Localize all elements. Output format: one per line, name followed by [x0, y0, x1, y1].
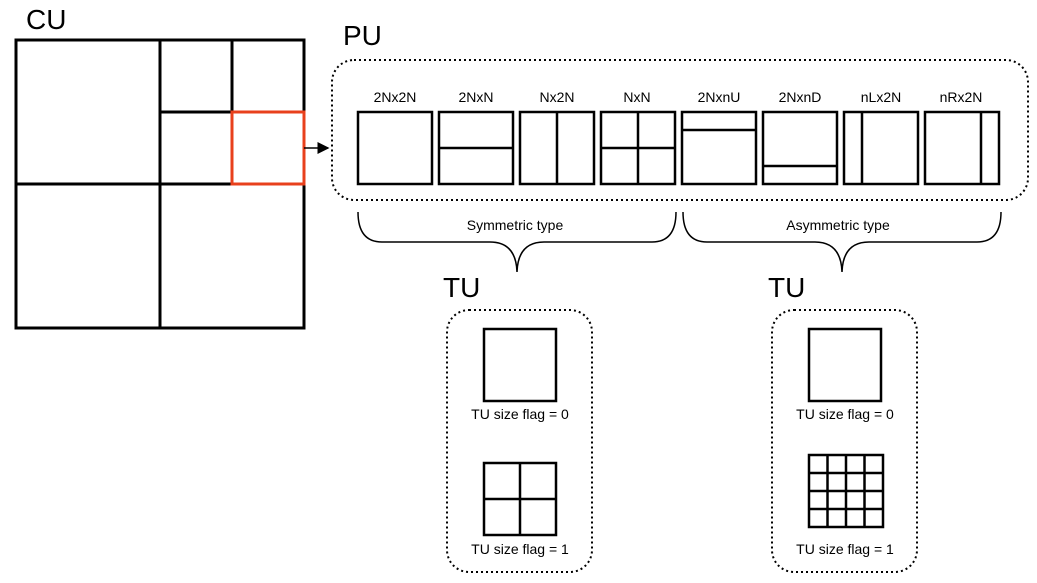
pu-partition-nxn — [599, 110, 677, 186]
cu-label: CU — [26, 4, 67, 35]
pu-label-2nxnu: 2NxnU — [697, 89, 741, 105]
tu-left-flag1-label: TU size flag = 1 — [471, 541, 569, 557]
tu-left-flag0-label: TU size flag = 0 — [471, 406, 569, 422]
tu-right-flag0-block — [807, 327, 883, 403]
tu-right-container — [771, 309, 918, 573]
pu-partition-2nxnd — [761, 110, 839, 186]
tu-right-flag1-label: TU size flag = 1 — [796, 541, 894, 557]
pu-label-2nxn: 2NxN — [458, 89, 494, 105]
cu-highlight-block — [230, 110, 306, 186]
pu-label-nrx2n: nRx2N — [939, 89, 983, 105]
symmetric-brace — [357, 211, 677, 273]
tu-right-flag1-block — [807, 453, 885, 529]
tu-left-flag1-block — [482, 461, 558, 537]
pu-label-nlx2n: nLx2N — [860, 89, 902, 105]
tu-left-label: TU — [443, 272, 481, 303]
pu-partition-nlx2n — [842, 110, 920, 186]
tu-left-flag0-block — [482, 327, 558, 403]
pu-partition-2nxnu — [680, 110, 758, 186]
pu-partition-nrx2n — [923, 110, 1001, 186]
pu-label-2nxnd: 2NxnD — [778, 89, 822, 105]
symmetric-type-label: Symmetric type — [466, 217, 564, 233]
pu-container — [331, 59, 1029, 201]
tu-right-flag0-label: TU size flag = 0 — [796, 406, 894, 422]
asymmetric-type-label: Asymmetric type — [786, 217, 890, 233]
pu-partition-2nxn — [437, 110, 515, 186]
asymmetric-brace — [682, 211, 1002, 273]
tu-right-label: TU — [768, 272, 806, 303]
tu-left-container — [446, 309, 593, 573]
pu-label-nx2n: Nx2N — [539, 89, 575, 105]
pu-label: PU — [343, 20, 382, 51]
pu-label-2nx2n: 2Nx2N — [373, 89, 417, 105]
pu-partition-2nx2n — [356, 110, 434, 186]
pu-partition-nx2n — [518, 110, 596, 186]
pu-label-nxn: NxN — [623, 89, 651, 105]
